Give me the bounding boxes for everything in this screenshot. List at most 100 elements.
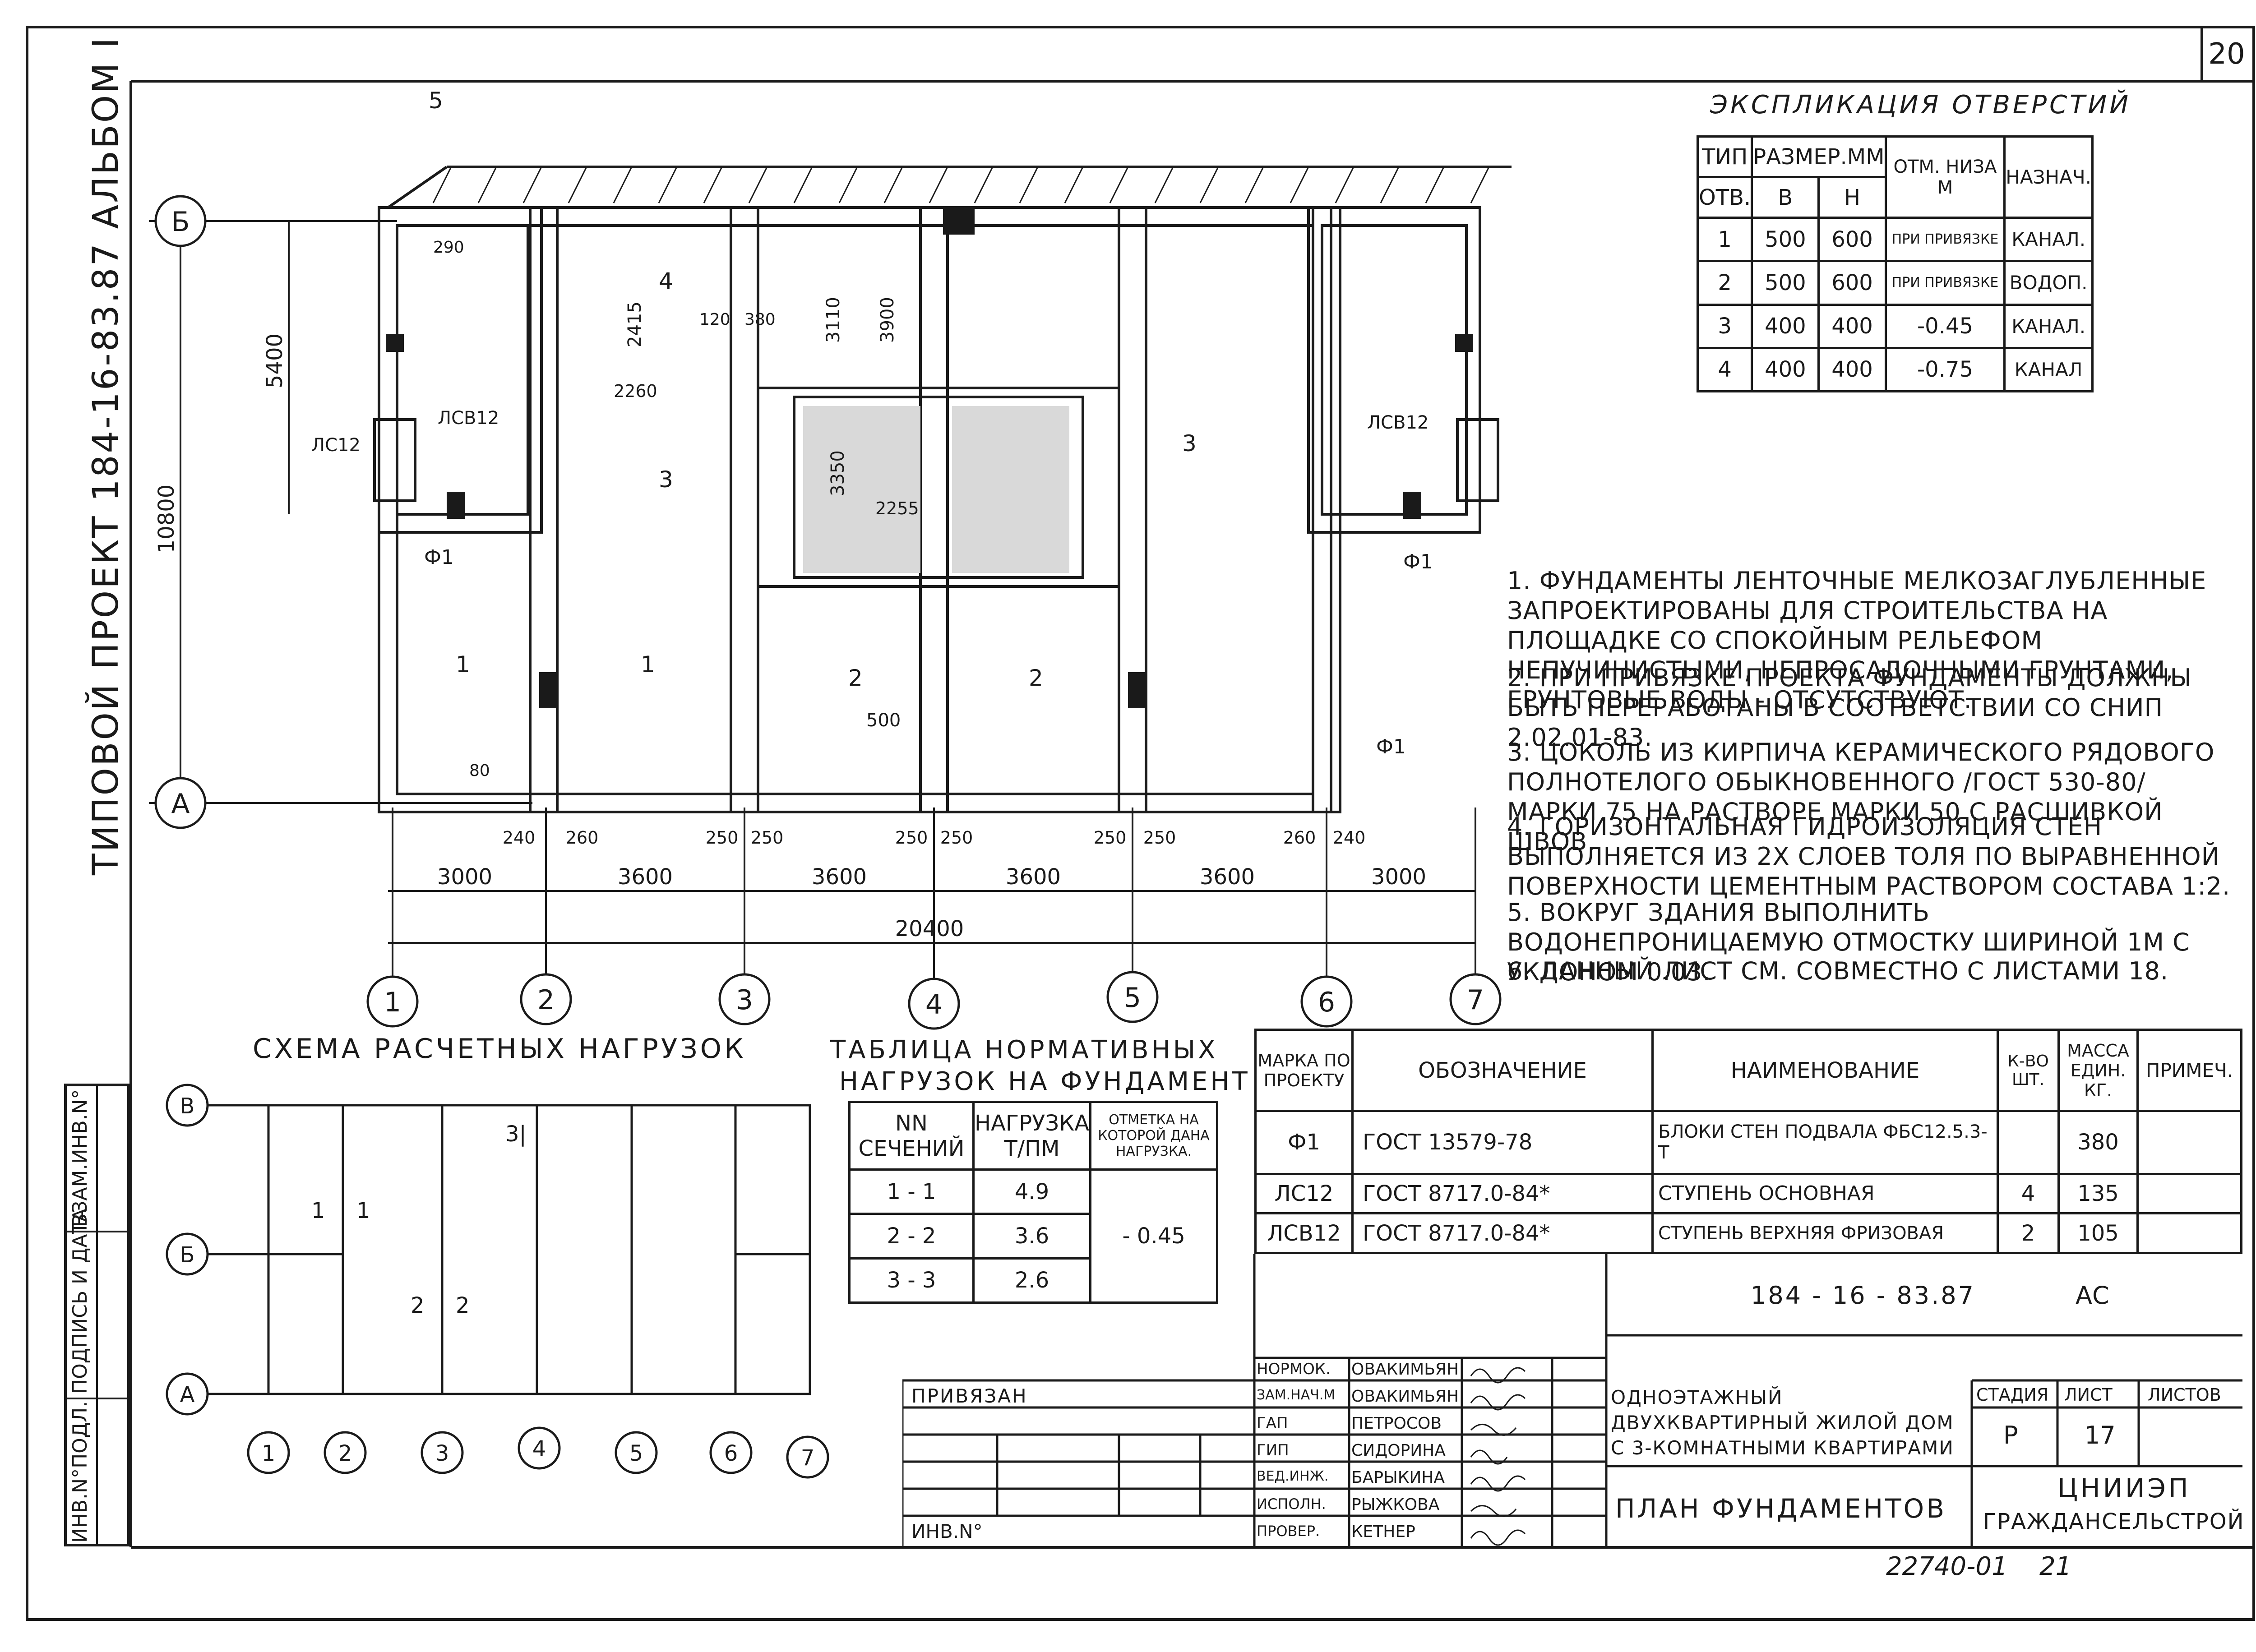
- section-1a: 1: [456, 651, 470, 678]
- loads-row-3-sec: 3 - 3: [848, 1257, 975, 1304]
- left-stamp-frame: [64, 1084, 130, 1546]
- opening-row-4-type: 4: [1696, 346, 1753, 393]
- section-1b: 1: [641, 651, 655, 678]
- scheme-mark-1b: 1: [356, 1198, 370, 1223]
- stage-label: СТАДИЯ: [1976, 1385, 2049, 1405]
- person-role-6: ИСПОЛН.: [1257, 1495, 1326, 1513]
- spec-row-1-name: БЛОКИ СТЕН ПОДВАЛА ФБС12.5.3-Т: [1651, 1110, 1999, 1175]
- label-lcv12-right: ЛСВ12: [1367, 412, 1428, 433]
- person-name-7: КЕТНЕР: [1351, 1523, 1415, 1541]
- person-name-1: ОВАКИМЬЯН: [1351, 1360, 1459, 1379]
- title-block-frame: [902, 1254, 2242, 1547]
- wall-dim-5: 250: [940, 828, 973, 848]
- spec-head-note: ПРИМЕЧ.: [2136, 1029, 2242, 1112]
- spec-row-2-note: [2136, 1172, 2242, 1215]
- object-title: ОДНОЭТАЖНЫЙ ДВУХКВАРТИРНЫЙ ЖИЛОЙ ДОМ С 3…: [1611, 1386, 1954, 1459]
- stamp-inv-original: ИНВ.N°ПОДЛ.: [69, 1401, 92, 1543]
- section-5: 5: [429, 88, 443, 114]
- plan-axis-7: 7: [1467, 984, 1484, 1016]
- person-role-1: НОРМОК.: [1257, 1360, 1331, 1378]
- label-lcv12-left: ЛСВ12: [438, 408, 499, 429]
- openings-head-b: В: [1751, 176, 1820, 219]
- person-name-4: СИДОРИНА: [1351, 1441, 1446, 1460]
- doc-code: 184 - 16 - 83.87: [1751, 1281, 1976, 1310]
- spec-row-1-qty: [1997, 1110, 2060, 1175]
- footer-code: 22740-01: [1886, 1552, 2008, 1581]
- wall-dim-8: 260: [1283, 828, 1316, 848]
- opening-row-2-type: 2: [1696, 260, 1753, 306]
- plan-axis-4: 4: [925, 989, 943, 1020]
- spec-row-3-name: СТУПЕНЬ ВЕРХНЯЯ ФРИЗОВАЯ: [1651, 1212, 1999, 1254]
- openings-title: ЭКСПЛИКАЦИЯ ОТВЕРСТИЙ: [1710, 90, 2131, 120]
- spec-row-3-mass: 105: [2057, 1212, 2139, 1254]
- note-4: 4. ГОРИЗОНТАЛЬНАЯ ГИДРОИЗОЛЯЦИЯ СТЕН ВЫП…: [1507, 812, 2231, 900]
- person-name-3: ПЕТРОСОВ: [1351, 1414, 1442, 1433]
- person-name-5: БАРЫКИНА: [1351, 1468, 1445, 1487]
- opening-row-2-h: 600: [1817, 260, 1887, 306]
- sheet-label: ЛИСТ: [2064, 1385, 2113, 1405]
- dim-3110: 3110: [823, 297, 844, 343]
- plan-axis-b: Б: [171, 206, 190, 238]
- left-wing-height: 5400: [262, 333, 287, 388]
- span-3-4: 3600: [812, 864, 867, 890]
- spec-head-code: ОБОЗНАЧЕНИЕ: [1351, 1029, 1654, 1112]
- scheme-axis-v: В: [180, 1094, 195, 1119]
- spec-row-3-qty: 2: [1997, 1212, 2060, 1254]
- spec-head-name: НАИМЕНОВАНИЕ: [1651, 1029, 1999, 1112]
- org-name-1: ЦНИИЭП: [2057, 1473, 2191, 1504]
- spec-table: МАРКА ПО ПРОЕКТУ ОБОЗНАЧЕНИЕ НАИМЕНОВАНИ…: [1254, 1029, 2242, 1254]
- foundation-plan: 1 2 3 4 5 6 7 Б А 3000 3600 3600 3600 36…: [149, 88, 1512, 1030]
- loads-row-1-load: 4.9: [972, 1168, 1092, 1215]
- opening-row-3-purpose: КАНАЛ.: [2003, 303, 2094, 349]
- opening-row-1-elev: ПРИ ПРИВЯЗКЕ: [1884, 216, 2006, 263]
- dim-3900: 3900: [877, 297, 898, 343]
- note-2: 2. ПРИ ПРИВЯЗКЕ ПРОЕКТА ФУНДАМЕНТЫ ДОЛЖН…: [1507, 664, 2192, 752]
- note-1: 1. ФУНДАМЕНТЫ ЛЕНТОЧНЫЕ МЕЛКОЗАГЛУБЛЕННЫ…: [1507, 567, 2207, 714]
- drawing-title: ПЛАН ФУНДАМЕНТОВ: [1615, 1493, 1947, 1524]
- note-3: 3. ЦОКОЛЬ ИЗ КИРПИЧА КЕРАМИЧЕСКОГО РЯДОВ…: [1507, 738, 2215, 856]
- loads-elev: - 0.45: [1089, 1168, 1218, 1304]
- dim-2255: 2255: [875, 498, 919, 518]
- sheet-value: 17: [2085, 1421, 2116, 1449]
- openings-head-type2: ОТВ.: [1696, 176, 1753, 219]
- person-name-6: РЫЖКОВА: [1351, 1495, 1440, 1514]
- dim-120: 120: [699, 310, 730, 329]
- stamp-signature-date: ПОДПИСЬ И ДАТА: [69, 1208, 92, 1394]
- section-3b: 3: [1182, 430, 1197, 457]
- overall-height: 10800: [154, 485, 179, 554]
- scheme-mark-1a: 1: [311, 1198, 325, 1223]
- loads-head-sec: NN СЕЧЕНИЙ: [848, 1101, 975, 1171]
- dim-80: 80: [469, 761, 490, 780]
- section-3a: 3: [659, 466, 673, 493]
- scheme-axis-7: 7: [801, 1445, 815, 1471]
- openings-head-h: Н: [1817, 176, 1887, 219]
- scheme-axis-b: Б: [180, 1242, 195, 1268]
- openings-head-elev: ОТМ. НИЗА М: [1884, 135, 2006, 219]
- spec-head-qty: К-ВО ШТ.: [1997, 1029, 2060, 1112]
- plan-axis-2: 2: [537, 984, 555, 1016]
- span-6-7: 3000: [1371, 864, 1426, 890]
- loads-head-elev: ОТМЕТКА НА КОТОРОЙ ДАНА НАГРУЗКА.: [1089, 1101, 1218, 1171]
- doc-mark: АС: [2076, 1281, 2109, 1310]
- opening-row-3-h: 400: [1817, 303, 1887, 349]
- section-4: 4: [659, 268, 673, 294]
- loads-head-load: НАГРУЗКА Т/ПМ: [972, 1101, 1092, 1171]
- loads-table-title-1: ТАБЛИЦА НОРМАТИВНЫХ: [830, 1035, 1218, 1065]
- spec-row-1-mark: Ф1: [1254, 1110, 1354, 1175]
- wall-dim-1: 260: [566, 828, 599, 848]
- section-2b: 2: [1029, 665, 1043, 691]
- spec-head-mark: МАРКА ПО ПРОЕКТУ: [1254, 1029, 1354, 1112]
- spec-row-2-name: СТУПЕНЬ ОСНОВНАЯ: [1651, 1172, 1999, 1215]
- scheme-axis-a: А: [180, 1382, 195, 1407]
- loads-scheme: В Б А 1 2 3 4 5 6 7 1 1 2 2 3|: [166, 1084, 829, 1479]
- label-f1-bottom: Ф1: [1376, 735, 1406, 758]
- person-role-3: ГАП: [1257, 1414, 1288, 1432]
- stage-value: Р: [2003, 1421, 2018, 1449]
- section-2a: 2: [848, 665, 863, 691]
- openings-head-type: ТИП: [1696, 135, 1753, 178]
- spec-row-3-code: ГОСТ 8717.0-84*: [1351, 1212, 1654, 1254]
- note-5: 5. ВОКРУГ ЗДАНИЯ ВЫПОЛНИТЬ ВОДОНЕПРОНИЦА…: [1507, 898, 2190, 986]
- span-4-5: 3600: [1006, 864, 1061, 890]
- side-label: ТИПОВОЙ ПРОЕКТ 184-16-83.87 АЛЬБОМ I: [86, 36, 126, 875]
- openings-head-size: РАЗМЕР.ММ: [1751, 135, 1887, 178]
